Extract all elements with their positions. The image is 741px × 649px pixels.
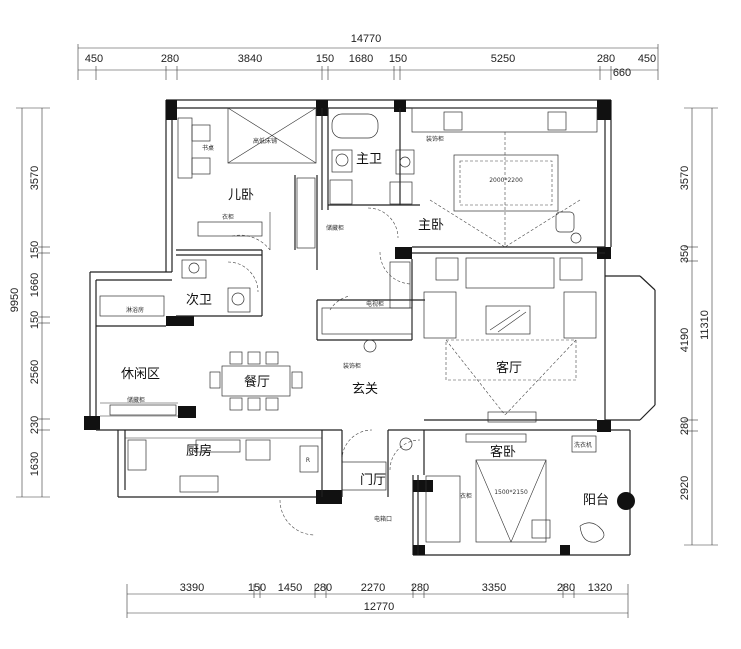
dim-right-seg-3: 280 [679, 417, 691, 435]
dim-bottom-seg-4: 2270 [361, 582, 385, 594]
top-segment-ticks [77, 44, 659, 80]
left-dimensions: 3570 150 1660 150 2560 230 1630 9950 [9, 107, 50, 498]
guest-furniture [425, 433, 551, 543]
foyer-furniture [341, 437, 413, 491]
label-washing-machine: 洗衣机 [574, 441, 592, 449]
room-master-bath: 主卫 [356, 152, 382, 167]
columns [84, 100, 635, 555]
label-desk: 书桌 [202, 144, 214, 152]
dim-bottom-seg-1: 150 [248, 582, 266, 594]
dim-left-seg-3: 150 [29, 311, 41, 329]
dim-left-seg-0: 3570 [29, 166, 41, 190]
interior-walls [96, 108, 605, 555]
dim-top-seg-1: 280 [161, 53, 179, 65]
label-tv-cabinet: 电视柜 [366, 300, 384, 308]
leisure-storage [109, 404, 177, 416]
master-bedroom-furniture [411, 107, 598, 248]
right-dimensions: 3570 350 4190 280 2920 11310 [679, 107, 718, 546]
dim-top-seg-5: 150 [389, 53, 407, 65]
label-bed-guest: 1500*2150 [494, 489, 528, 496]
room-second-bath: 次卫 [186, 292, 212, 308]
dim-bottom-seg-7: 280 [557, 582, 575, 594]
dim-right-seg-1: 350 [679, 245, 691, 263]
room-master-bedroom: 主卧 [418, 218, 444, 233]
dim-bottom-seg-5: 280 [411, 582, 429, 594]
room-kids-bedroom: 儿卧 [228, 188, 254, 203]
dim-left-seg-4: 2560 [29, 360, 41, 384]
label-electric-box: 电箱口 [374, 515, 392, 523]
dim-top-seg-4: 1680 [349, 53, 373, 65]
dim-right-seg-2: 4190 [679, 328, 691, 352]
dim-left-overall: 9950 [9, 288, 21, 312]
dim-bottom-seg-6: 3350 [482, 582, 506, 594]
label-decor-cabinet-master: 装饰柜 [426, 135, 444, 143]
dim-left-seg-6: 1630 [29, 452, 41, 476]
label-storage-cabinet: 储藏柜 [326, 224, 344, 232]
label-decor-cabinet-entry: 装饰柜 [343, 362, 361, 370]
living-furniture [423, 257, 597, 423]
room-entrance: 玄关 [352, 382, 378, 397]
dim-left-seg-2: 1660 [29, 273, 41, 297]
dim-top-seg-8: 450 [638, 53, 656, 65]
dim-top-seg-0: 450 [85, 53, 103, 65]
dim-left-seg-5: 230 [29, 416, 41, 434]
dining-table [209, 351, 303, 411]
room-guest-bedroom: 客卧 [490, 444, 516, 460]
top-dimensions: 14770 450 280 3840 150 1680 150 5250 280… [77, 33, 659, 80]
label-bunk-bed: 高低床铺 [253, 137, 277, 145]
kids-bedroom-furniture [177, 107, 317, 237]
label-wardrobe-kids: 衣柜 [222, 213, 234, 221]
entrance-cabinet [321, 261, 413, 353]
dim-bottom-seg-2: 1450 [278, 582, 302, 594]
dim-top-overall: 14770 [351, 33, 382, 45]
bottom-dimensions: 3390 150 1450 280 2270 280 3350 280 1320… [126, 582, 629, 618]
dim-left-seg-1: 150 [29, 241, 41, 259]
master-bath-furniture [329, 113, 415, 205]
dim-top-seg-7: 280 [597, 53, 615, 65]
dim-top-seg-2: 3840 [238, 53, 262, 65]
dim-bottom-seg-0: 3390 [180, 582, 204, 594]
kitchen-furniture [127, 439, 319, 493]
dim-top-seg-6: 5250 [491, 53, 515, 65]
dim-right-seg-4: 2920 [679, 476, 691, 500]
room-foyer: 门厅 [360, 473, 386, 488]
dim-right-overall: 11310 [699, 310, 711, 340]
balcony-furniture [571, 435, 605, 543]
dim-bottom-seg-3: 280 [314, 582, 332, 594]
shower-shape [99, 295, 165, 317]
dim-bottom-overall: 12770 [364, 601, 395, 613]
dim-top-extra: 660 [613, 67, 631, 79]
label-fridge: R [306, 457, 310, 464]
label-wardrobe-guest: 衣柜 [460, 492, 472, 500]
label-shower: 淋浴房 [126, 306, 144, 314]
label-bed-master: 2000*2200 [489, 177, 523, 184]
second-bath-furniture [181, 259, 251, 313]
room-living: 客厅 [496, 360, 522, 376]
dim-top-seg-3: 150 [316, 53, 334, 65]
label-storage-leisure: 储藏柜 [127, 396, 145, 404]
doors [227, 207, 421, 536]
storage-cabinet-shape [296, 177, 316, 249]
room-leisure-area: 休闲区 [121, 367, 160, 382]
dim-right-seg-0: 3570 [679, 166, 691, 190]
room-balcony: 阳台 [583, 493, 609, 508]
dim-bottom-seg-8: 1320 [588, 582, 612, 594]
room-dining: 餐厅 [244, 374, 270, 390]
room-kitchen: 厨房 [186, 443, 212, 459]
